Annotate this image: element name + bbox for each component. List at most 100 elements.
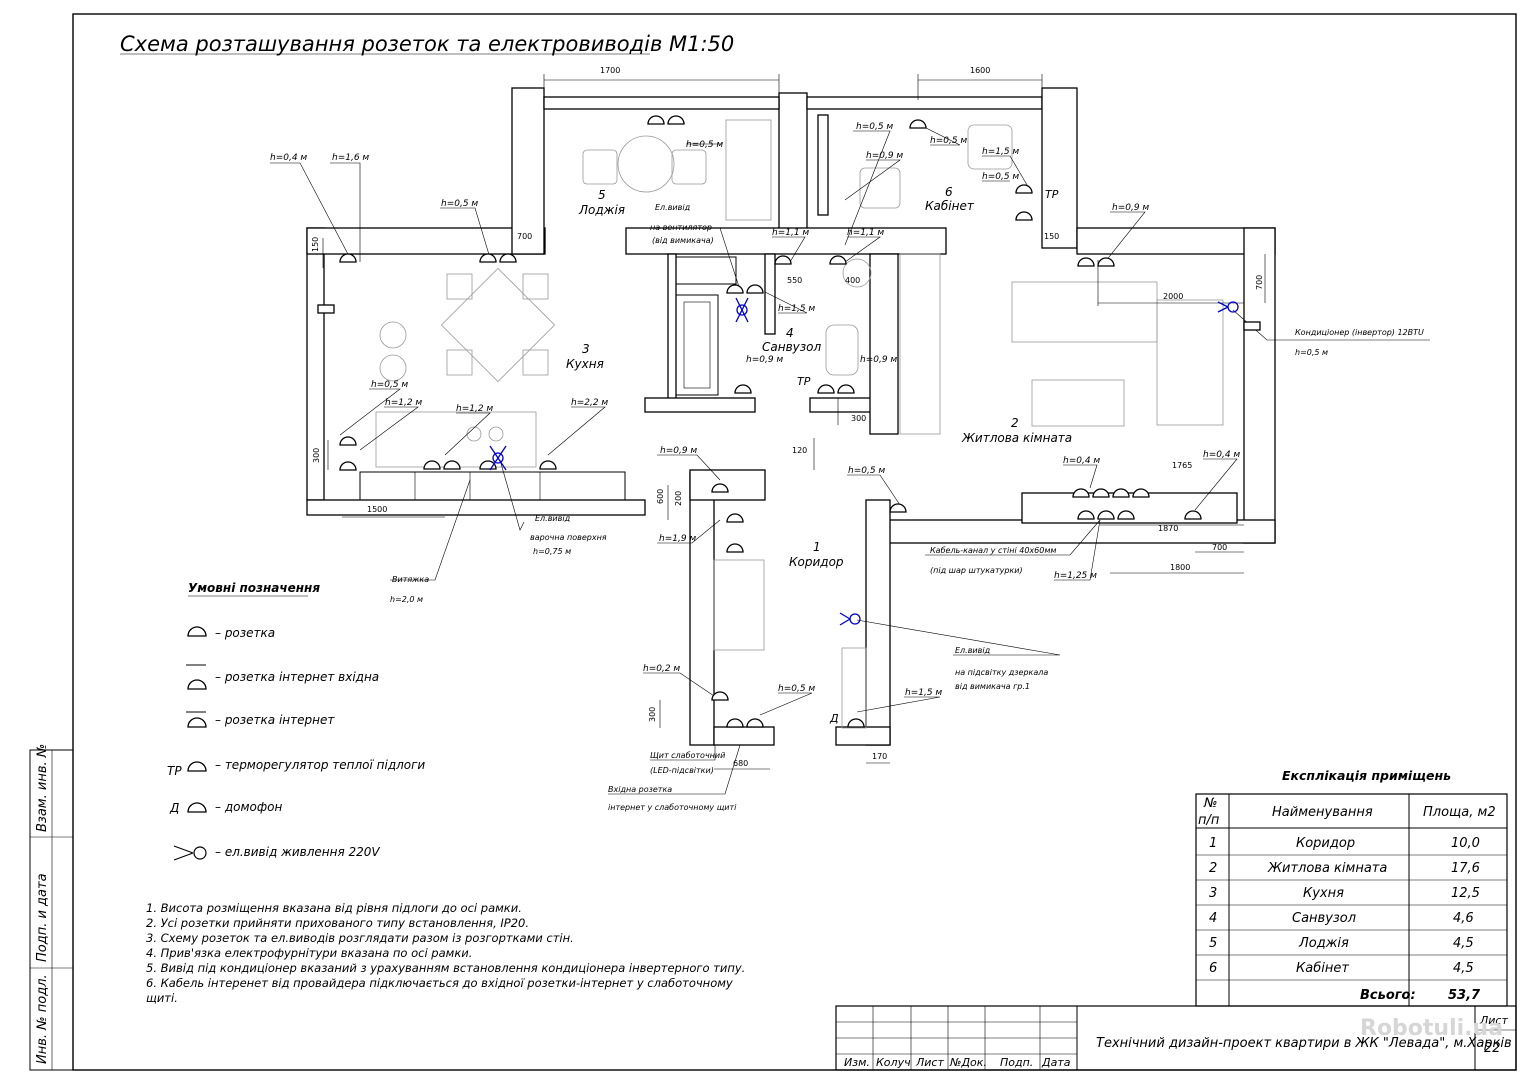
watermark: Robotuli.ua [1360, 1016, 1503, 1041]
dim-200: 200 [674, 491, 683, 506]
legend-item: – ел.вивід живлення 220V [215, 845, 380, 859]
socket-icon [711, 483, 744, 553]
row-area: 4,6 [1453, 911, 1474, 926]
callout-vent: на вентилятор [650, 223, 712, 232]
height-label: h=0,9 м [660, 446, 697, 456]
legend-item: – розетка інтернет вхідна [215, 670, 379, 684]
title-col: Лист [915, 1056, 944, 1069]
project-name: Технічний дизайн-проект квартири в ЖК "Л… [1096, 1036, 1512, 1051]
callout-vent: (від вимикача) [652, 236, 714, 245]
room-labels: 5 Лоджія 6 Кабінет 3 Кухня 4 Санвузол 2 … [566, 185, 1072, 569]
drawing-title: Схема розташування розеток та електровив… [120, 32, 734, 56]
dim-400: 400 [845, 276, 860, 285]
callout-vent: Ел.вивід [655, 203, 691, 212]
room-number: 1 [813, 540, 821, 554]
row-name: Лоджія [1298, 936, 1349, 951]
row-area: 4,5 [1453, 961, 1474, 976]
note: щиті. [146, 991, 178, 1005]
socket-icon [774, 255, 847, 265]
height-label: h=2,2 м [571, 398, 608, 408]
header-name: Найменування [1272, 805, 1373, 820]
socket-icon [1077, 257, 1115, 267]
socket-icon [1072, 488, 1150, 498]
legend-item: – розетка [215, 626, 275, 640]
dim-1800: 1800 [1170, 563, 1190, 572]
row-name: Житлова кімната [1267, 861, 1387, 876]
dim-loggia: 1700 [600, 66, 620, 75]
callout-mirror: на підсвітку дзеркала [955, 668, 1048, 677]
height-label: h=0,5 м [686, 140, 723, 150]
dim-1870: 1870 [1158, 524, 1178, 533]
total-label: Всього: [1360, 988, 1416, 1003]
note: 3. Схему розеток та ел.виводів розглядат… [146, 931, 574, 945]
dim-2000: 2000 [1163, 292, 1183, 301]
height-label: h=1,1 м [772, 228, 809, 238]
room-name: Санвузол [762, 340, 821, 354]
room-name: Кабінет [925, 199, 975, 213]
row-num: 3 [1209, 886, 1217, 901]
side-stamp-replace: Взам. инв. № [35, 744, 50, 832]
walls [306, 87, 1276, 746]
row-name: Кабінет [1296, 961, 1349, 976]
callout-hob: h=0,75 м [533, 547, 571, 556]
row-num: 5 [1209, 936, 1217, 951]
legend-item: – терморегулятор теплої підлоги [215, 758, 425, 772]
power-outlet-icon [735, 297, 749, 323]
note: 2. Усі розетки прийняти прихованого типу… [146, 916, 529, 930]
height-label: h=0,4 м [270, 153, 307, 163]
callout-cable: (під шар штукатурки) [930, 566, 1023, 575]
note: 6. Кабель інтеренет від провайдера підкл… [146, 976, 733, 990]
side-stamp: Взам. инв. № Подп. и дата Инв. № подл. [35, 744, 50, 1064]
height-label: h=1,1 м [847, 228, 884, 238]
furniture [359, 119, 1224, 729]
height-label: h=0,5 м [982, 172, 1019, 182]
callout-hob: варочна поверхня [530, 533, 607, 542]
legend-prefix: Д [169, 801, 179, 815]
socket-icon [734, 384, 855, 394]
dim-150a: 150 [311, 237, 320, 252]
sheet-frame [72, 13, 1517, 1071]
row-num: 1 [1209, 836, 1217, 851]
callout-ac: Кондиціонер (інвертор) 12BTU [1295, 328, 1424, 337]
callout-cable: Кабель-канал у стіні 40х60мм [930, 546, 1056, 555]
height-label: h=0,5 м [441, 199, 478, 209]
height-label: h=1,2 м [385, 398, 422, 408]
header-num: п/п [1198, 813, 1220, 828]
dim-600: 600 [656, 489, 665, 504]
dim-680: 680 [733, 759, 748, 768]
thermostat-icon [187, 761, 207, 772]
row-name: Коридор [1296, 836, 1355, 851]
callout-inet: інтернет у слаботочному щиті [608, 803, 737, 812]
height-label: h=0,5 м [856, 122, 893, 132]
side-stamp-inv: Инв. № подл. [35, 974, 50, 1064]
legend-item: – домофон [215, 800, 282, 814]
legend-prefix: ТР [167, 764, 182, 778]
title-col: №Док. [949, 1056, 987, 1069]
height-label: h=0,5 м [778, 684, 815, 694]
socket-icon [726, 284, 764, 294]
socket-icon [711, 691, 865, 728]
intercom-icon [187, 802, 207, 813]
thermostat-label: ТР [1045, 188, 1059, 201]
height-label: h=1,5 м [778, 304, 815, 314]
room-name: Кухня [566, 357, 604, 371]
row-num: 2 [1209, 861, 1217, 876]
side-stamp-frame [29, 749, 74, 1071]
socket-icon [423, 460, 557, 470]
room-number: 5 [598, 188, 606, 202]
legend: Умовні позначення ТР Д – розетка – розет… [167, 581, 425, 861]
legend-item: – розетка інтернет [215, 713, 335, 727]
title-col: Изм. [844, 1056, 870, 1069]
height-label: h=0,9 м [866, 151, 903, 161]
power-outlet-icon [1217, 301, 1239, 313]
dim-550: 550 [787, 276, 802, 285]
room-name: Коридор [789, 555, 844, 569]
room-name: Житлова кімната [961, 431, 1072, 445]
callout-ac: h=0,5 м [1295, 348, 1328, 357]
row-area: 4,5 [1453, 936, 1474, 951]
dim-300b: 300 [312, 448, 321, 463]
height-label: h=0,4 м [1063, 456, 1100, 466]
callouts: Ел.вивід на вентилятор (від вимикача) Ко… [390, 188, 1424, 812]
height-label: h=1,2 м [456, 404, 493, 414]
